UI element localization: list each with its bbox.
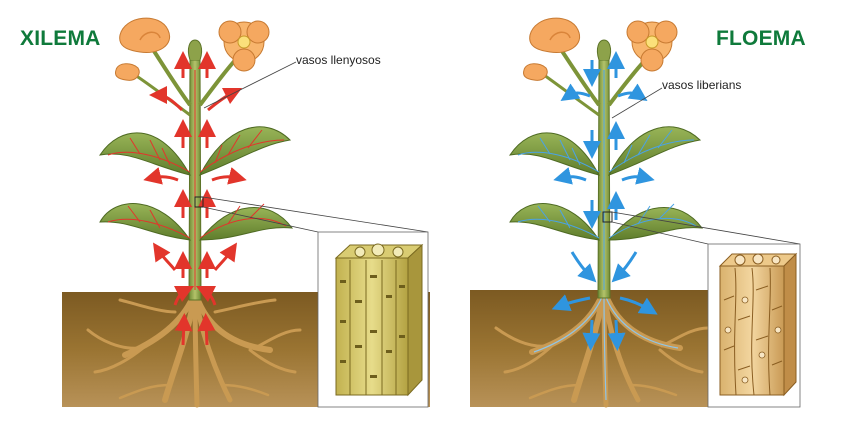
leaf-lower-right-phloem bbox=[607, 207, 704, 241]
leaf-lower-right-xylem bbox=[198, 207, 294, 241]
callout-line-top-xylem bbox=[202, 196, 429, 233]
label-pointer-xylem bbox=[203, 61, 297, 109]
xylem-title: XILEMA bbox=[20, 27, 101, 50]
phloem-vessel-label: vasos liberians bbox=[662, 78, 742, 92]
stem-tip-phloem bbox=[596, 39, 612, 61]
arrows-xylem bbox=[143, 51, 247, 346]
phloem-title: FLOEMA bbox=[716, 27, 806, 50]
flower-right-phloem bbox=[626, 20, 678, 72]
xylem-vessel-label: vasos llenyosos bbox=[296, 53, 381, 67]
leaf-upper-right-phloem bbox=[607, 126, 702, 176]
label-pointer-phloem bbox=[611, 87, 663, 119]
detail-marker-phloem bbox=[602, 211, 613, 223]
flower-top-left-phloem bbox=[529, 17, 581, 54]
callout-line-bottom-xylem bbox=[202, 206, 319, 233]
flower-top-left-xylem bbox=[119, 17, 171, 54]
xylem-panel bbox=[62, 17, 430, 408]
flower-bud-phloem bbox=[523, 63, 548, 81]
leaf-lower-left-phloem bbox=[509, 203, 601, 241]
arrows-phloem bbox=[551, 51, 658, 351]
veins-xylem bbox=[107, 70, 287, 290]
flower-bud-xylem bbox=[115, 63, 140, 81]
phloem-panel bbox=[470, 17, 801, 408]
callout-line-bottom-phloem bbox=[611, 221, 709, 245]
phloem-root-flow bbox=[533, 291, 679, 401]
callout-line-top-phloem bbox=[611, 211, 801, 245]
detail-marker-xylem bbox=[194, 196, 204, 208]
veins-phloem bbox=[517, 70, 697, 290]
flower-right-xylem bbox=[218, 20, 270, 72]
phloem-vessels-tissue bbox=[718, 252, 798, 397]
leaf-upper-right-xylem bbox=[198, 126, 292, 176]
xylem-vessels-tissue bbox=[334, 243, 424, 397]
leaf-lower-left-xylem bbox=[99, 203, 192, 241]
roots-xylem bbox=[86, 289, 302, 408]
stem-tip-xylem bbox=[187, 39, 203, 61]
